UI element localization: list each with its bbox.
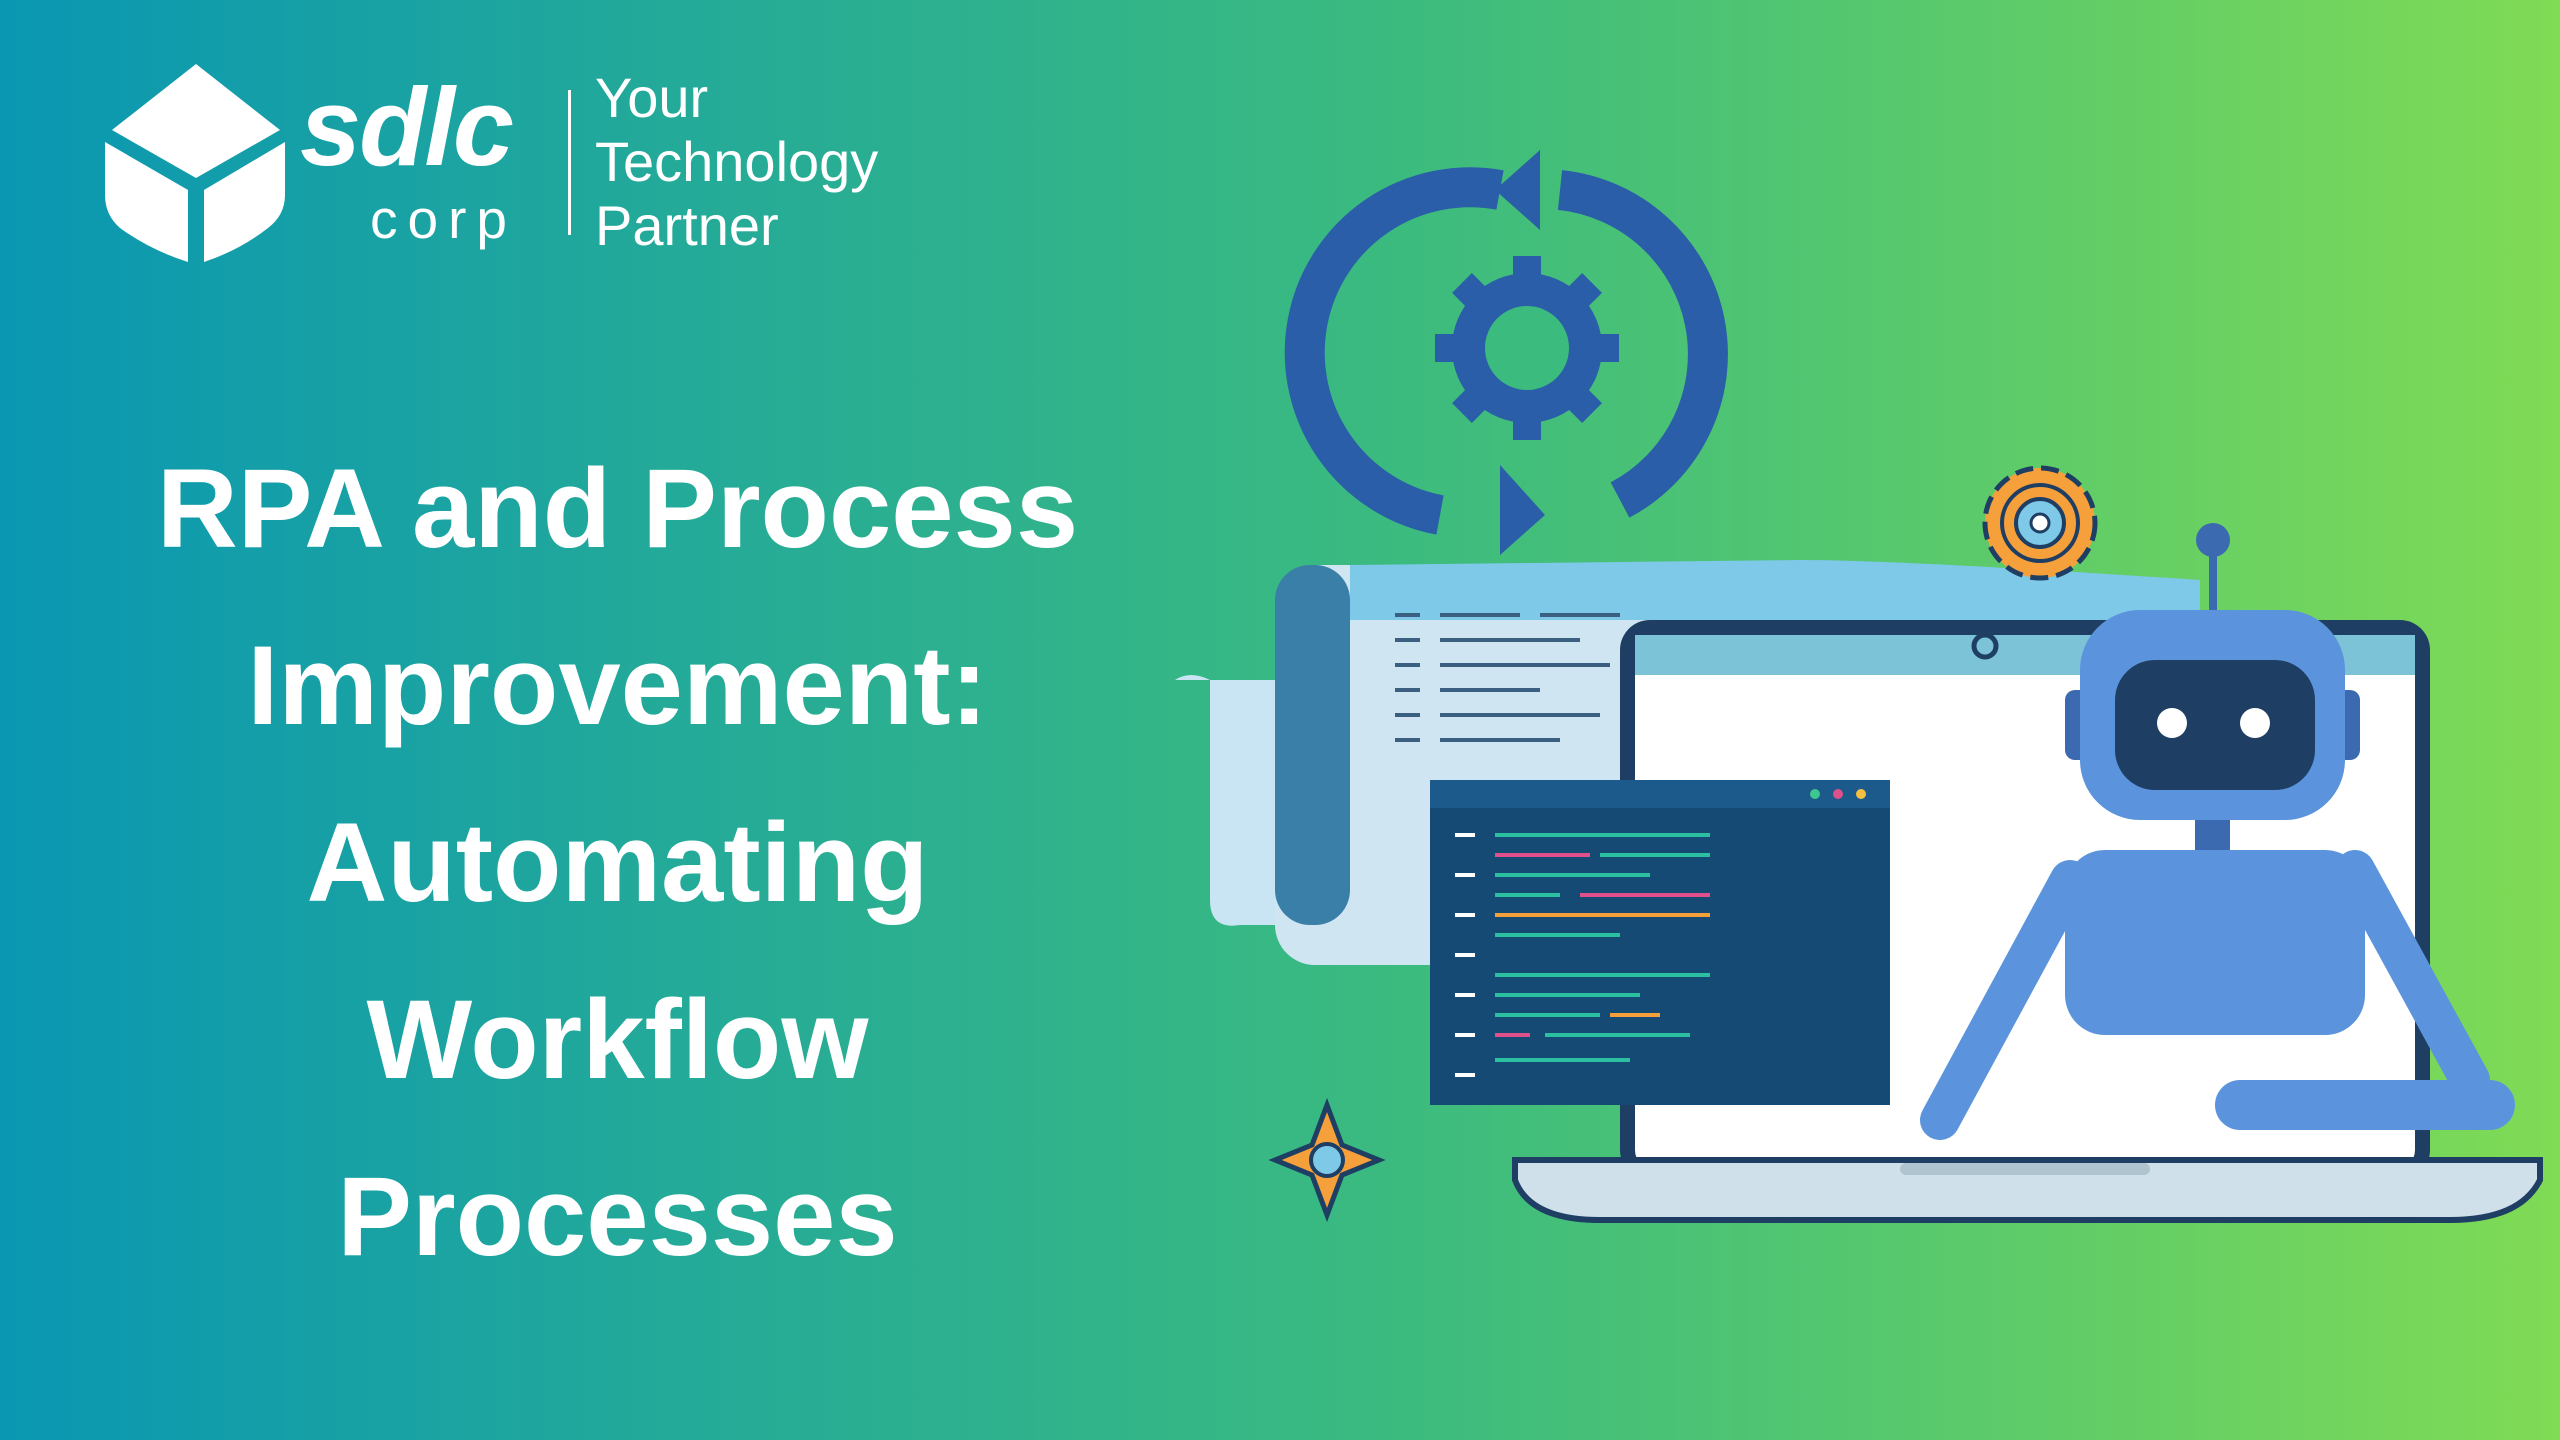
tagline-line: Technology bbox=[595, 130, 879, 193]
brand-sub: corp bbox=[370, 188, 517, 250]
title-line: Improvement: bbox=[247, 623, 988, 748]
gear-icon bbox=[1435, 256, 1619, 440]
orange-gear-icon bbox=[1982, 465, 2098, 581]
title-line: RPA and Process bbox=[156, 446, 1079, 571]
tagline: Your Technology Partner bbox=[595, 66, 878, 258]
tagline-line: Partner bbox=[595, 194, 779, 257]
logo-divider bbox=[568, 90, 571, 235]
code-window-icon bbox=[1430, 780, 1890, 1105]
sdlc-cube-logo-icon bbox=[105, 64, 285, 262]
page-title: RPA and Process Improvement: Automating … bbox=[80, 420, 1155, 1305]
robot-icon bbox=[1920, 523, 2515, 1140]
tagline-line: Your bbox=[595, 66, 709, 129]
title-line: Automating bbox=[306, 800, 929, 925]
sync-arrows-icon bbox=[1284, 167, 1728, 535]
title-line: Workflow bbox=[366, 977, 869, 1102]
orange-sparkle-icon bbox=[1268, 1097, 1386, 1223]
title-line: Processes bbox=[337, 1154, 898, 1279]
brand-name: sdlc bbox=[300, 66, 514, 189]
